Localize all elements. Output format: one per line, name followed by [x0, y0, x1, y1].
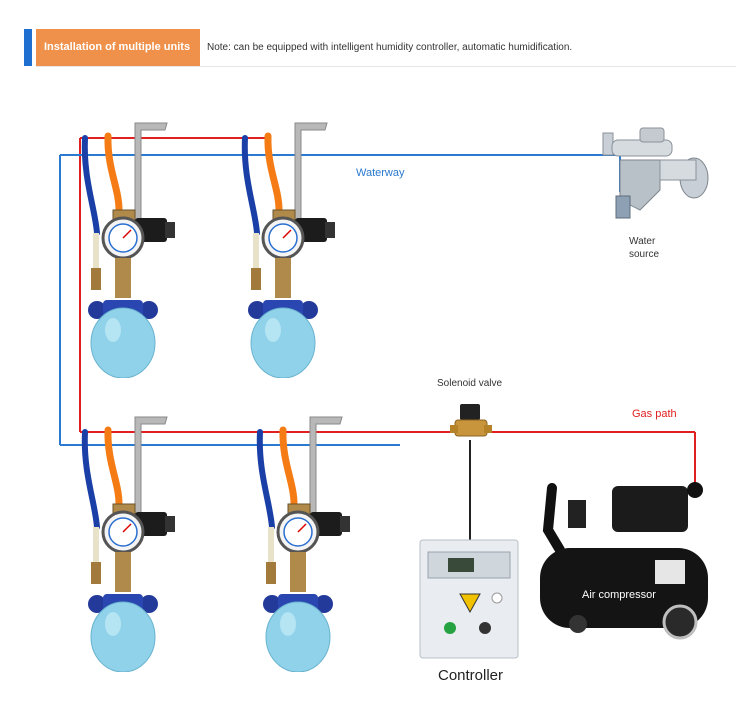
gas-line: [79, 137, 696, 485]
water-tap-icon: [602, 127, 709, 219]
solenoid-valve-icon: [450, 404, 492, 437]
controller-box: [419, 539, 519, 659]
controller-label: Controller: [438, 667, 504, 684]
humidifier-unit-3: [85, 417, 175, 672]
humidifier-unit-1: [85, 123, 175, 378]
header-title: Installation of multiple units: [36, 29, 200, 66]
gas-path-label: Gas path: [632, 408, 677, 420]
humidifier-unit-2: [245, 123, 335, 378]
header-divider: [36, 66, 736, 67]
waterway-label: Waterway: [356, 167, 405, 179]
air-compressor-label: Air compressor: [582, 589, 656, 601]
water-source-label-line2: source: [629, 249, 660, 260]
header: Installation of multiple units Note: can…: [24, 29, 644, 66]
header-note: Note: can be equipped with intelligent h…: [207, 42, 573, 53]
water-source-label-line1: Water: [629, 236, 656, 247]
solenoid-valve-label: Solenoid valve: [437, 378, 503, 389]
humidifier-unit-4: [260, 417, 350, 672]
waterway-line: [59, 154, 621, 446]
header-accent-bar: [24, 29, 32, 66]
air-compressor-icon: [540, 482, 708, 640]
